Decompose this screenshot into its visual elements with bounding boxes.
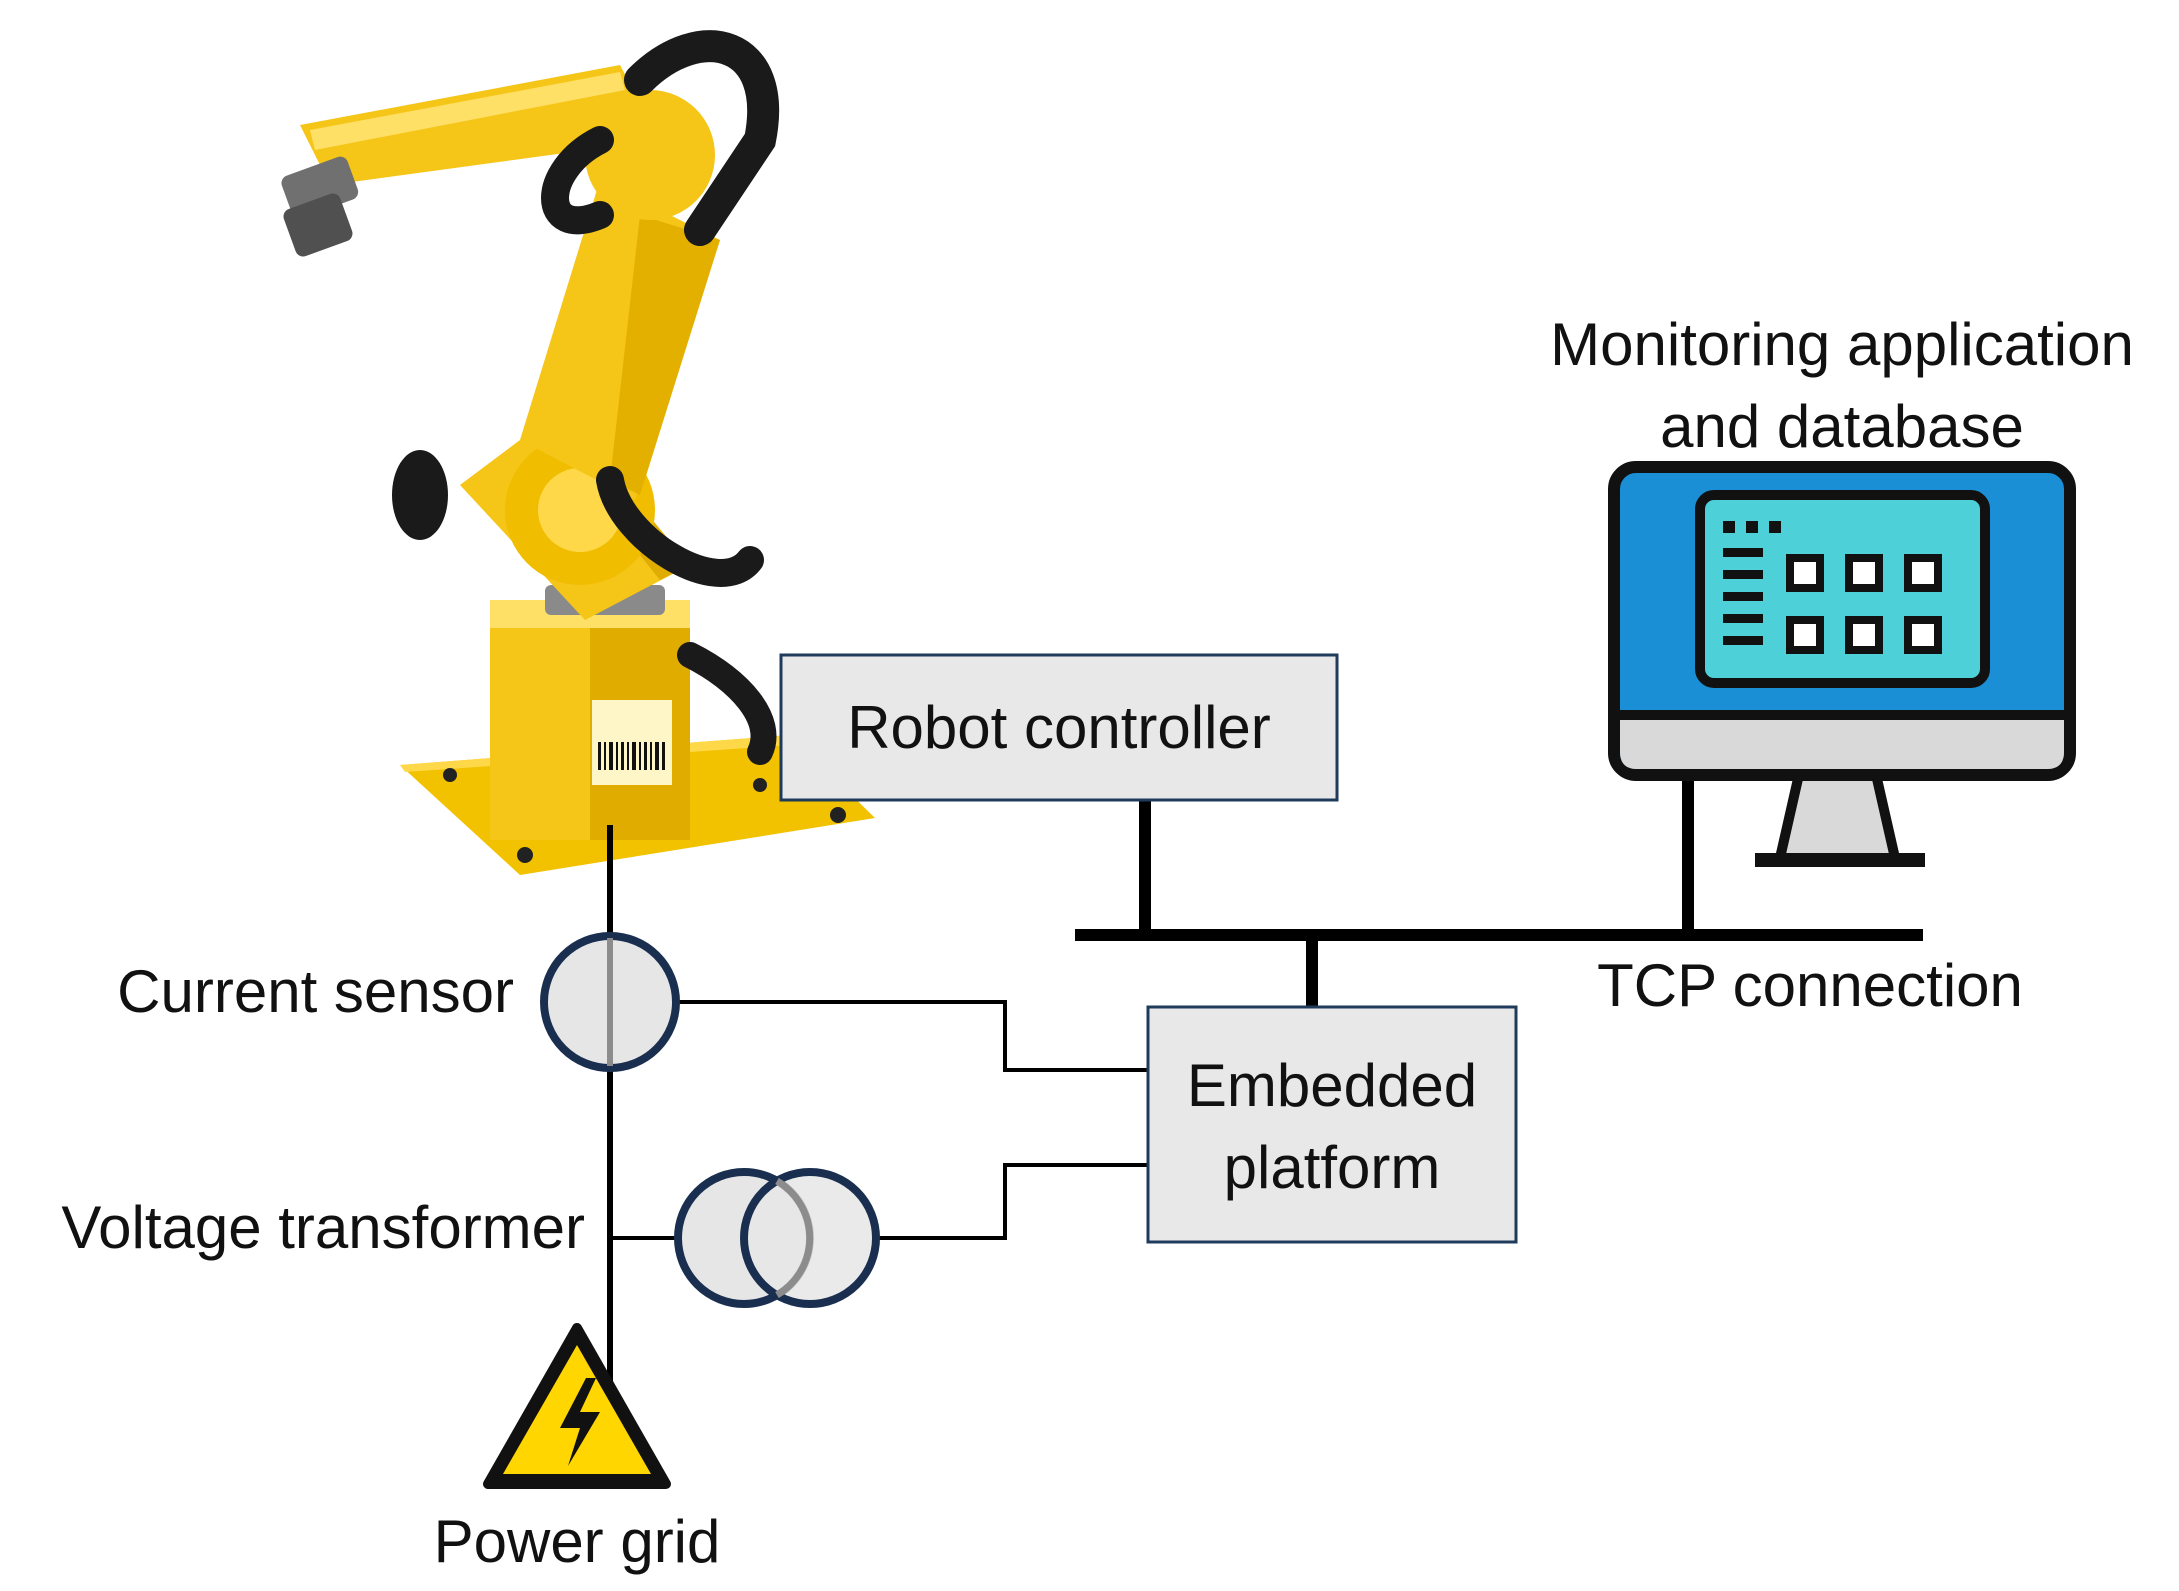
- high-voltage-warning-icon: [483, 1323, 671, 1489]
- robot-controller-box: [779, 653, 1339, 802]
- computer-monitor-dashboard-icon: [1608, 461, 2076, 867]
- current-sensor-label: Current sensor: [117, 958, 514, 1025]
- embedded-platform-box: [1146, 1005, 1518, 1244]
- power-grid-label: Power grid: [434, 1508, 721, 1575]
- tcp-connection-label: TCP connection: [1597, 952, 2023, 1019]
- current-sensor-wire: [676, 1000, 1148, 1072]
- voltage-transformer-label: Voltage transformer: [61, 1194, 585, 1261]
- embedded-platform-label-line1: Embedded: [1187, 1052, 1477, 1119]
- monitoring-label-line1: Monitoring application: [1550, 311, 2134, 378]
- transformer-output-wire: [877, 1163, 1148, 1240]
- industrial-robot-arm-icon: [281, 30, 875, 875]
- voltage-transformer-icon: [674, 1168, 880, 1308]
- robot-controller-label: Robot controller: [847, 694, 1271, 761]
- embedded-platform-label-line2: platform: [1224, 1134, 1441, 1201]
- current-sensor-icon: [540, 932, 680, 1072]
- monitoring-label-line2: and database: [1660, 393, 2024, 460]
